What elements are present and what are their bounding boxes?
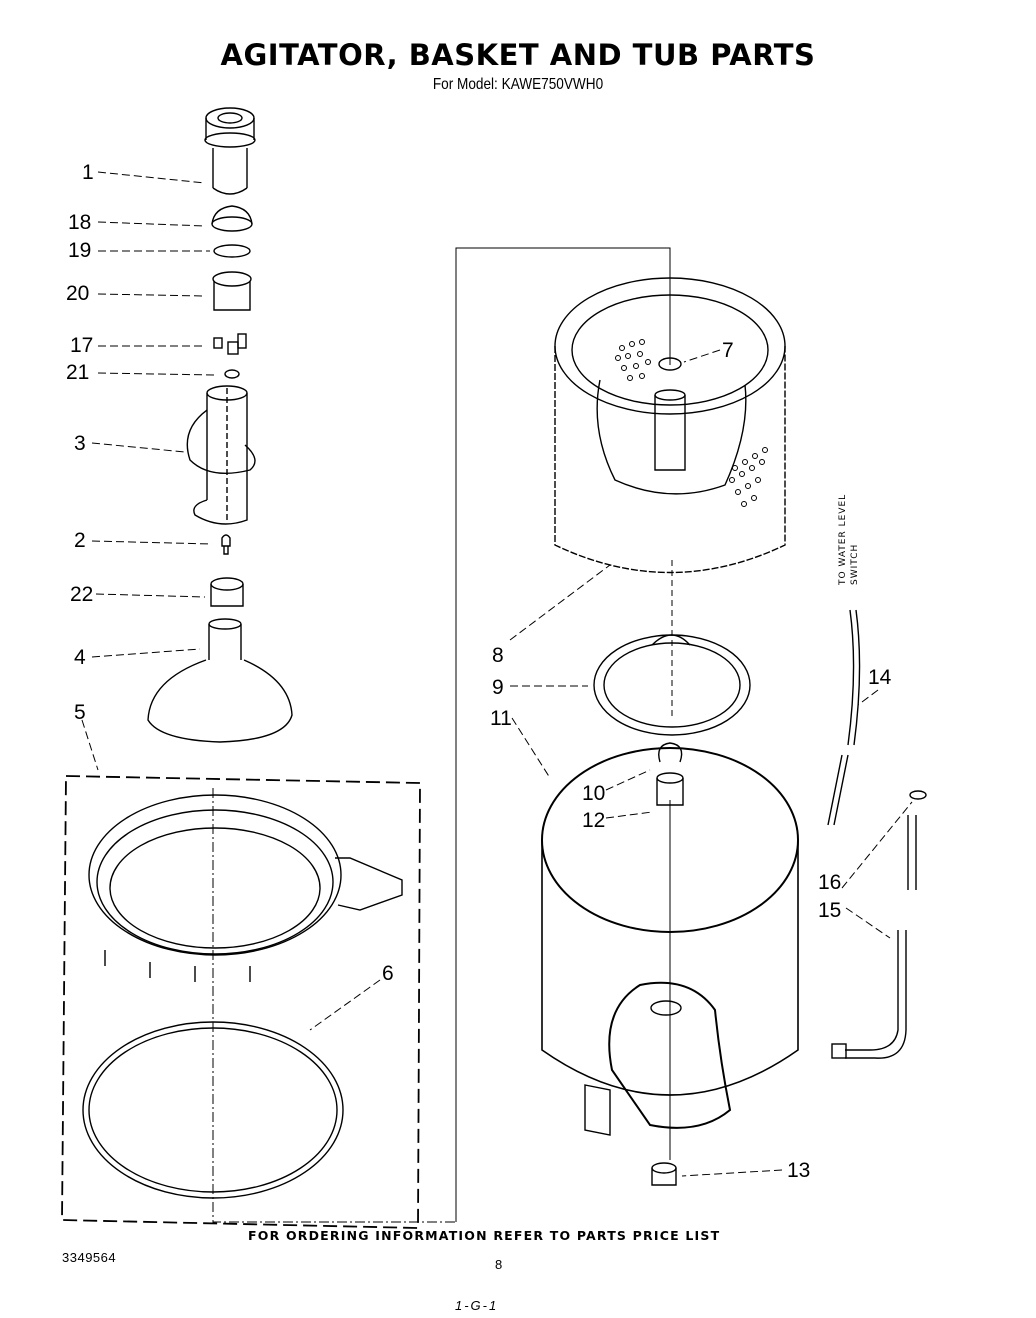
part-4-auger (147, 618, 293, 743)
part-11-tub (541, 747, 799, 1160)
part-19-ring (213, 244, 251, 258)
part-8-basket (554, 277, 786, 574)
part-5-group-box (61, 775, 421, 1229)
callout-5: 5 (74, 701, 86, 724)
callout-18: 18 (68, 211, 92, 234)
callout-20: 20 (66, 282, 90, 305)
callout-8: 8 (492, 644, 504, 667)
callout-4: 4 (74, 646, 86, 669)
water-level-annotation: TO WATER LEVEL SWITCH (838, 480, 860, 590)
part-2-screw (221, 534, 231, 555)
callout-12: 12 (582, 809, 606, 832)
document-number: 3349564 (62, 1250, 117, 1265)
part-13-drain-plug (651, 1162, 677, 1186)
callout-2: 2 (74, 529, 86, 552)
model-subtitle: For Model: KAWE750VWH0 (432, 76, 604, 93)
part-5-basket-ring (88, 794, 403, 982)
leader-lines (81, 171, 913, 1177)
part-16-clamp (909, 790, 927, 800)
part-3-agitator-barrel (186, 385, 256, 525)
callout-22: 22 (70, 583, 94, 606)
part-17-dogs (213, 333, 247, 355)
basket-perforations (615, 339, 768, 507)
page-number: 8 (495, 1257, 503, 1272)
callout-13: 13 (787, 1159, 811, 1182)
part-20-ratchet (212, 271, 252, 311)
callout-11: 11 (490, 707, 512, 730)
part-10-clip (658, 742, 683, 763)
callout-19: 19 (68, 239, 92, 262)
callout-9: 9 (492, 676, 504, 699)
callout-21: 21 (66, 361, 90, 384)
callout-17: 17 (70, 334, 94, 357)
callout-10: 10 (582, 782, 606, 805)
page-title: AGITATOR, BASKET AND TUB PARTS (220, 38, 816, 72)
ordering-note: FOR ORDERING INFORMATION REFER TO PARTS … (248, 1228, 721, 1243)
page-reference: 1-G-1 (455, 1298, 499, 1313)
part-15-hose (831, 815, 917, 1059)
part-18-cam (211, 205, 253, 232)
part-1-agitator-cap (204, 107, 256, 195)
callout-16: 16 (818, 871, 842, 894)
part-22-coupling (210, 577, 244, 607)
water-level-line2: SWITCH (850, 543, 860, 585)
connector-line (455, 247, 671, 1222)
water-level-line1: TO WATER LEVEL (838, 493, 848, 585)
callout-3: 3 (74, 432, 86, 455)
left-centerline (212, 788, 456, 1223)
part-21-washer (224, 369, 240, 379)
part-14-hose (827, 609, 861, 826)
callout-14: 14 (868, 666, 892, 689)
callout-1: 1 (82, 161, 94, 184)
part-9-balance-ring (593, 560, 751, 736)
callout-15: 15 (818, 899, 842, 922)
callout-7: 7 (722, 339, 734, 362)
part-7-nut (658, 357, 682, 371)
callout-6: 6 (382, 962, 394, 985)
